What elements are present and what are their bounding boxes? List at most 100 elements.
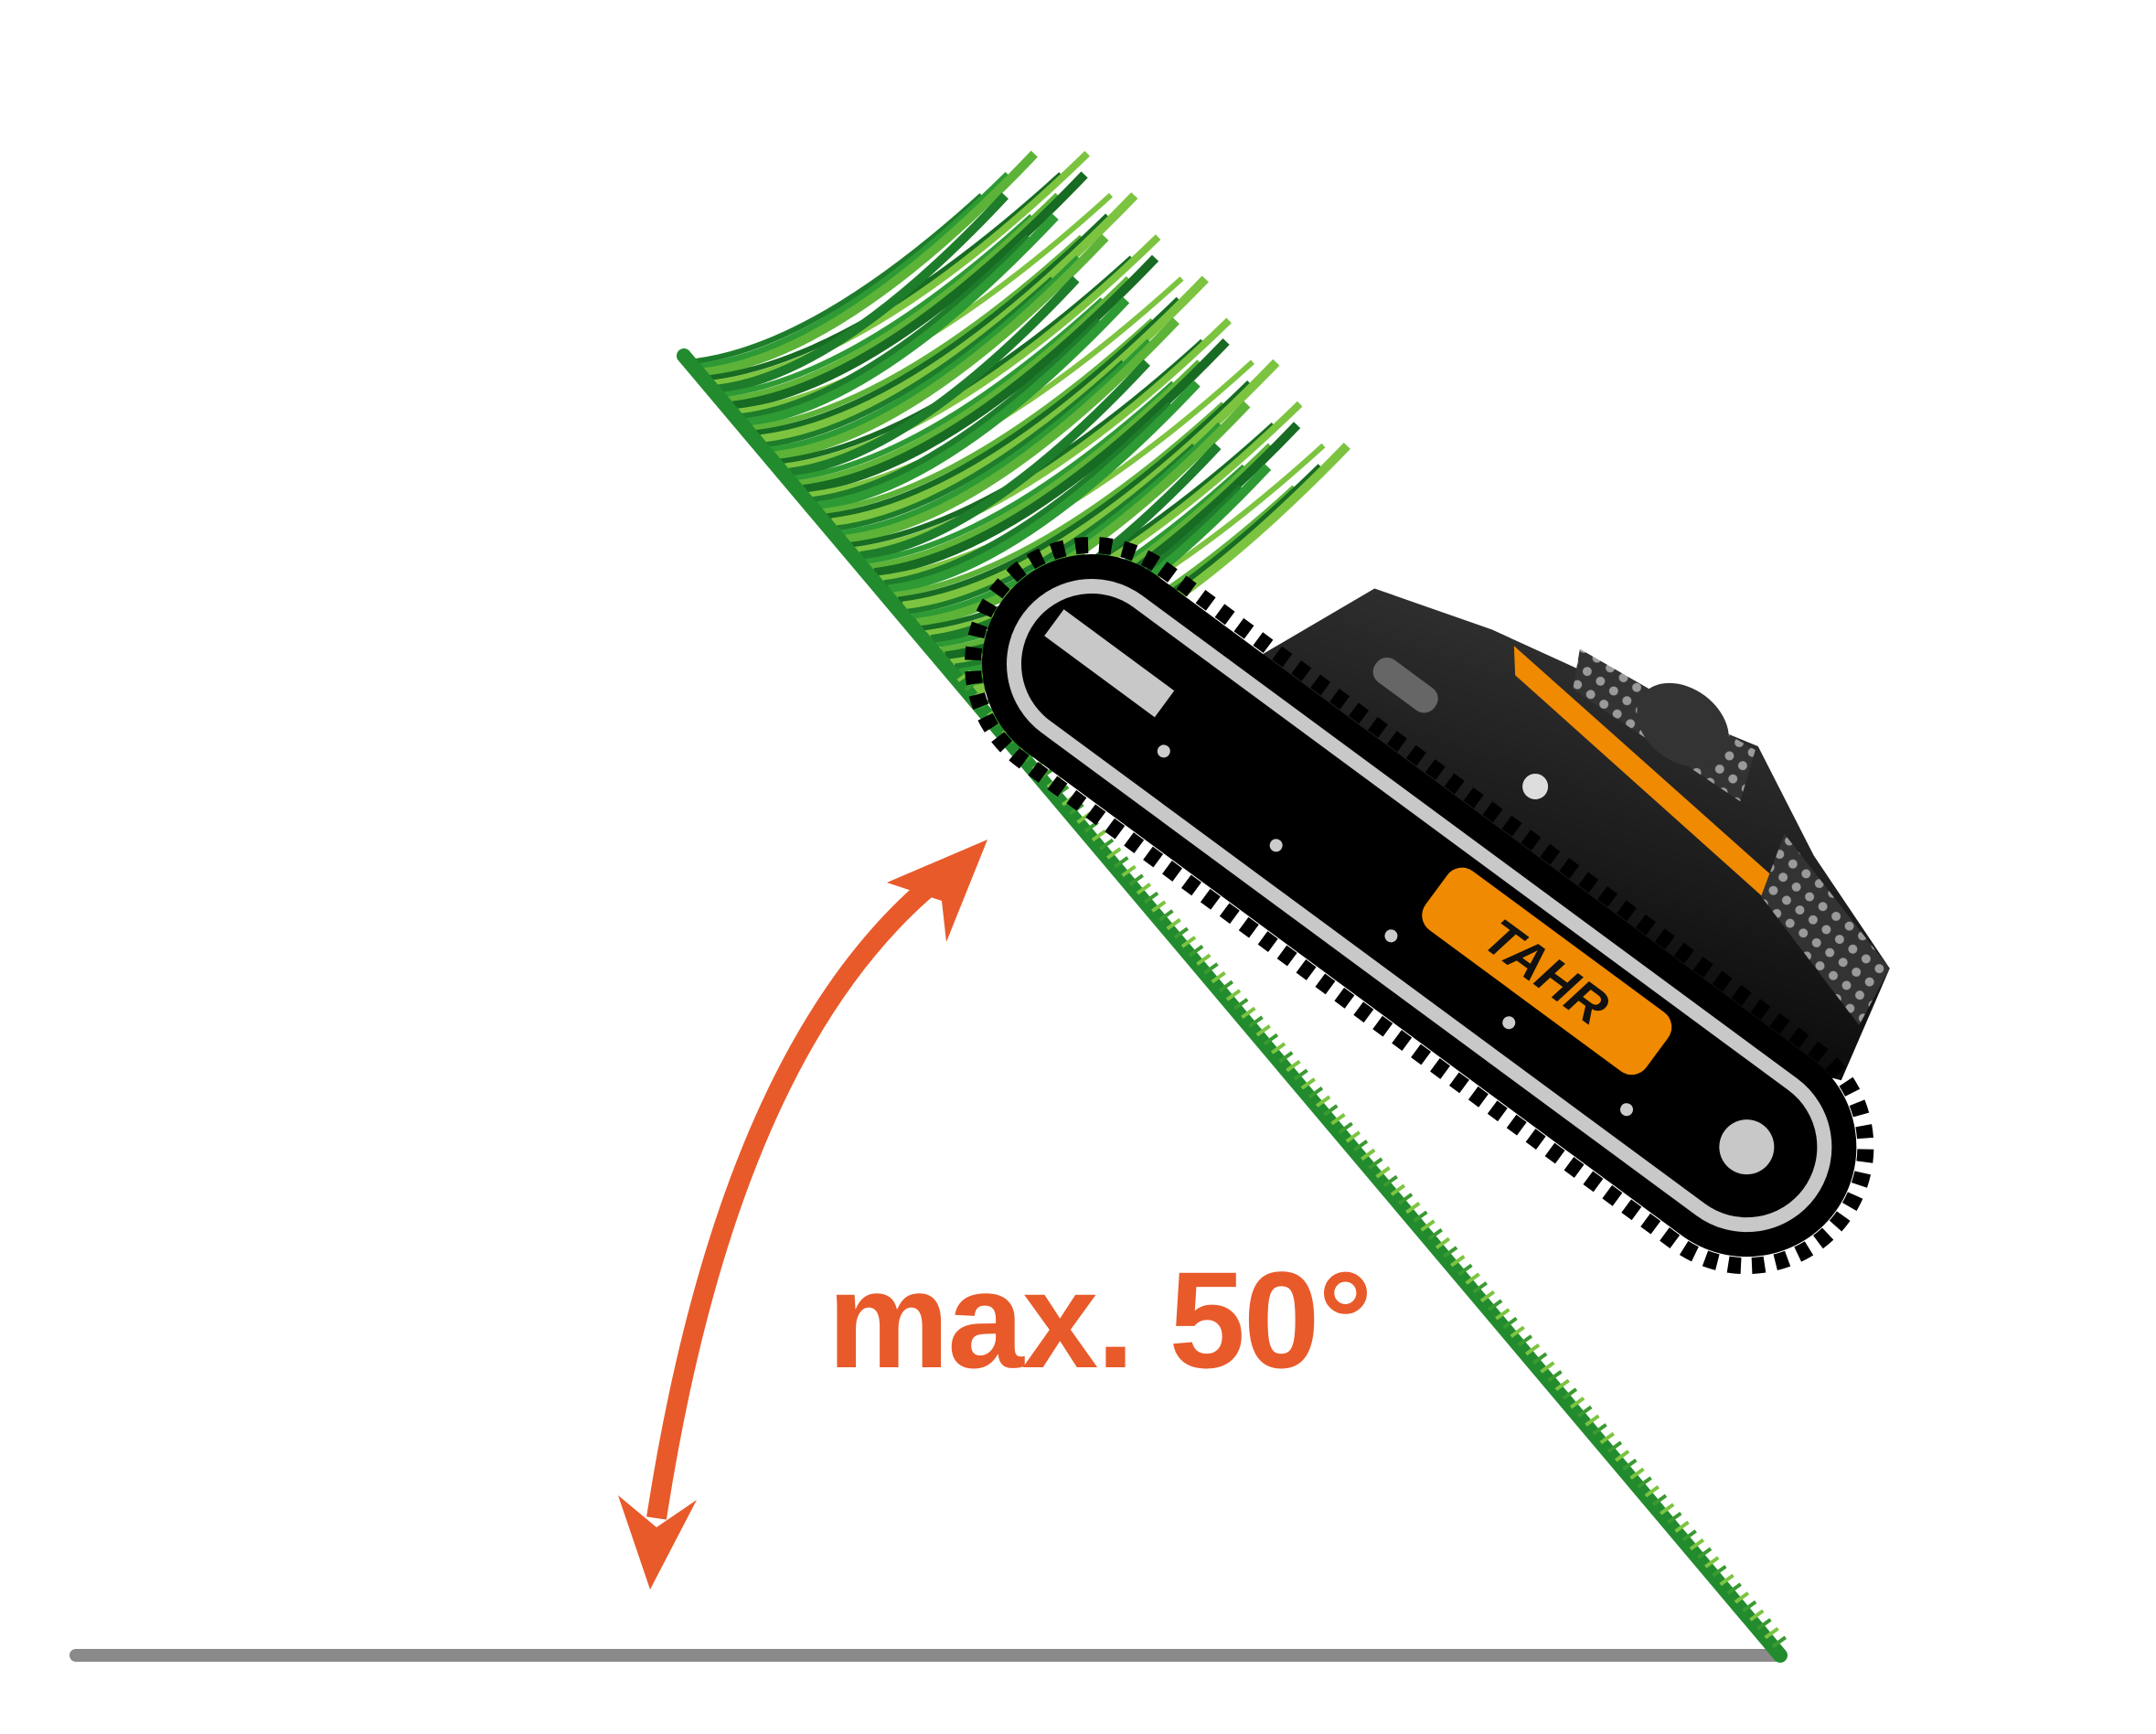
- arrowhead-down: [618, 1495, 697, 1590]
- turf-blade: [1413, 1210, 1428, 1223]
- turf-blade: [1211, 971, 1226, 984]
- turf-blade: [1352, 1140, 1369, 1152]
- grass-blade: [822, 318, 1155, 515]
- turf-blade: [1091, 830, 1107, 842]
- turf-blade: [1241, 1006, 1256, 1020]
- turf-blade: [1674, 1520, 1690, 1533]
- grass-blade: [883, 401, 1173, 588]
- turf-blade: [1286, 1059, 1301, 1073]
- turf-blade: [1293, 1068, 1308, 1081]
- turf-blade: [1502, 1316, 1518, 1330]
- turf-blade: [1606, 1440, 1623, 1453]
- turf-blade: [1323, 1104, 1339, 1117]
- grass-blade: [727, 192, 1061, 404]
- turf-blade: [1375, 1166, 1391, 1179]
- grass-blade: [840, 338, 1153, 538]
- slope-line: [677, 348, 1788, 1663]
- grass-blade: [794, 297, 1105, 481]
- turf-blade: [1435, 1236, 1451, 1249]
- turf-blade: [1114, 856, 1129, 869]
- turf-blade: [1098, 838, 1115, 851]
- arrowhead-up: [887, 840, 987, 942]
- turf-blade: [1330, 1113, 1346, 1126]
- turf-blade: [1562, 1387, 1578, 1400]
- robot-mower: TAHR: [965, 537, 1890, 1275]
- turf-blade: [1644, 1484, 1660, 1498]
- turf-blade: [1390, 1183, 1406, 1196]
- turf-blade: [1741, 1600, 1757, 1613]
- grass-blade: [751, 234, 1084, 431]
- turf-blade: [1696, 1547, 1713, 1560]
- turf-blade: [1345, 1130, 1361, 1143]
- turf-blade: [1218, 979, 1234, 992]
- turf-blade: [1442, 1246, 1458, 1258]
- grass-blade: [798, 275, 1132, 487]
- grass-blade: [722, 214, 1034, 398]
- turf-blade: [1577, 1405, 1593, 1418]
- grass-blade: [864, 380, 1176, 564]
- grass-blade: [731, 171, 1088, 411]
- turf-blade: [1405, 1201, 1421, 1215]
- turf-blade: [1629, 1467, 1645, 1480]
- grass-blade: [699, 171, 1011, 371]
- angle-arrow: [618, 840, 987, 1590]
- turf-blade: [1569, 1397, 1585, 1409]
- grass-blade: [788, 275, 1080, 477]
- grass-blade: [765, 276, 1055, 448]
- turf-blade: [1614, 1450, 1630, 1462]
- turf-blade: [1681, 1529, 1697, 1542]
- turf-blade: [1278, 1051, 1294, 1064]
- turf-blade: [1338, 1121, 1353, 1134]
- grass-blade: [869, 359, 1202, 572]
- turf-blade: [1121, 864, 1137, 878]
- turf-blade: [1420, 1219, 1436, 1232]
- grass-blade: [859, 359, 1150, 561]
- grass-blade: [742, 234, 1031, 421]
- turf-blade: [1734, 1591, 1750, 1604]
- turf-blade: [1764, 1626, 1779, 1640]
- turf-blade: [1472, 1281, 1488, 1294]
- turf-blade: [1592, 1423, 1607, 1436]
- turf-blade: [1263, 1033, 1279, 1046]
- turf-blade: [1517, 1334, 1533, 1347]
- grass-blade: [760, 192, 1138, 444]
- turf-blade: [1554, 1378, 1570, 1391]
- grass-blade: [755, 213, 1111, 438]
- turf-blade: [1510, 1325, 1525, 1338]
- grass-blade: [718, 192, 1009, 394]
- turf-blade: [1307, 1086, 1324, 1099]
- turf-blade: [1495, 1308, 1510, 1321]
- turf-blade: [1479, 1290, 1496, 1303]
- turf-blade: [1524, 1343, 1541, 1356]
- grass-blade: [803, 254, 1159, 494]
- angle-label: max. 50°: [827, 1243, 1371, 1397]
- roller-knob: [1637, 682, 1729, 767]
- turf-blade: [1173, 926, 1189, 939]
- turf-blade: [1651, 1493, 1668, 1506]
- grass-blade: [774, 233, 1109, 461]
- turf-blade: [1315, 1095, 1331, 1108]
- grass-blade: [713, 150, 1090, 388]
- grass-blade: [784, 234, 1161, 471]
- turf-blade: [1712, 1565, 1727, 1578]
- turf-blade: [1270, 1042, 1286, 1054]
- grass-blade: [902, 359, 1280, 611]
- robot-body: [1254, 588, 1890, 1081]
- turf-blade: [1361, 1148, 1376, 1161]
- turf-blade: [1585, 1414, 1600, 1427]
- grass-blade: [831, 275, 1209, 528]
- turf-blade: [1660, 1503, 1675, 1515]
- grass-blade: [888, 380, 1201, 594]
- grass-blade: [817, 296, 1130, 511]
- turf-blade: [1225, 989, 1242, 1001]
- grass-blade: [892, 401, 1226, 598]
- grass-blade: [845, 317, 1179, 544]
- turf-blade: [1136, 883, 1152, 895]
- grass-blade: [694, 193, 984, 364]
- grass-blade: [836, 359, 1126, 531]
- turf-blade: [1382, 1174, 1398, 1188]
- turf-blade: [1158, 909, 1174, 922]
- turf-blade: [1180, 936, 1197, 948]
- turf-blade: [1166, 917, 1181, 931]
